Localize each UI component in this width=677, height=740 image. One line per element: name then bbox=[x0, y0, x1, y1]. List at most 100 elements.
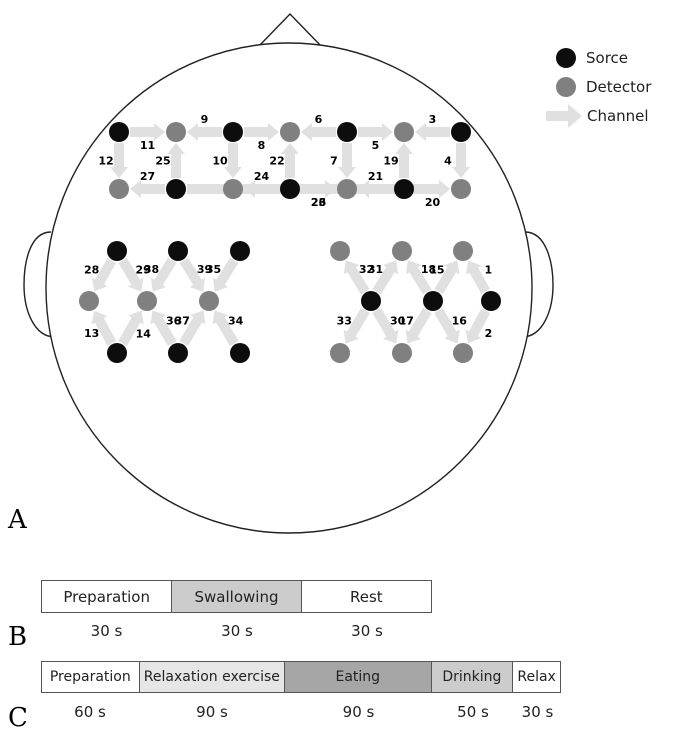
channel-arrow-29 bbox=[118, 257, 144, 292]
nose-outline bbox=[257, 12, 323, 48]
source-optode bbox=[230, 241, 250, 261]
channel-label-31: 31 bbox=[368, 263, 383, 276]
legend-source-label: Sorce bbox=[586, 49, 628, 67]
channel-arrow-33 bbox=[343, 307, 370, 344]
head-outline bbox=[45, 42, 533, 534]
channel-label-13: 13 bbox=[84, 327, 99, 340]
channel-arrow-8 bbox=[244, 123, 279, 141]
channel-label-1: 1 bbox=[484, 264, 492, 277]
source-optode bbox=[361, 291, 381, 311]
legend-source-marker bbox=[556, 48, 576, 68]
channel-arrow-7 bbox=[338, 143, 356, 178]
source-optode bbox=[168, 241, 188, 261]
channel-label-21: 21 bbox=[368, 170, 383, 183]
source-optode bbox=[230, 343, 250, 363]
channel-label-30: 30 bbox=[390, 314, 406, 327]
source-optode bbox=[481, 291, 501, 311]
detector-optode bbox=[280, 122, 300, 142]
detector-optode bbox=[330, 343, 350, 363]
legend: Sorce Detector Channel bbox=[546, 48, 652, 128]
channel-label-39: 39 bbox=[197, 263, 212, 276]
source-optode bbox=[107, 241, 127, 261]
channel-arrow-15 bbox=[434, 260, 460, 295]
channel-arrow-9 bbox=[187, 123, 222, 141]
timeline-b-duration: 30 s bbox=[90, 622, 123, 640]
channel-label-11: 11 bbox=[140, 139, 155, 152]
channel-label-28: 28 bbox=[84, 264, 99, 277]
panel-label-b: B bbox=[8, 622, 28, 652]
channel-arrow-35 bbox=[212, 257, 239, 292]
channel-arrow-3 bbox=[415, 123, 450, 141]
panel-label-c: C bbox=[8, 703, 28, 733]
channel-arrow-12 bbox=[110, 143, 128, 178]
detector-optode bbox=[453, 343, 473, 363]
timeline-c-segment: Drinking bbox=[431, 662, 514, 692]
source-optode bbox=[109, 122, 129, 142]
detector-optode bbox=[451, 179, 471, 199]
channel-arrow-39 bbox=[179, 257, 206, 292]
channel-label-12: 12 bbox=[98, 155, 113, 168]
timeline-c-duration: 60 s bbox=[74, 703, 106, 721]
timeline-c-duration: 50 s bbox=[457, 703, 489, 721]
channel-arrow-19 bbox=[395, 143, 413, 178]
channel-label-33: 33 bbox=[337, 314, 352, 327]
channel-arrow-14 bbox=[118, 310, 144, 346]
source-optode bbox=[166, 179, 186, 199]
detector-optode bbox=[337, 179, 357, 199]
source-optode bbox=[337, 122, 357, 142]
channel-label-7: 7 bbox=[330, 155, 338, 168]
detector-optode bbox=[453, 241, 473, 261]
channel-label-36: 36 bbox=[166, 314, 182, 327]
channel-label-4: 4 bbox=[444, 155, 452, 168]
channel-label-10: 10 bbox=[212, 155, 228, 168]
timeline-b-duration: 30 s bbox=[221, 622, 253, 640]
channel-arrow-10 bbox=[224, 143, 242, 178]
channel-arrow-17 bbox=[405, 307, 432, 344]
detector-optode bbox=[223, 179, 243, 199]
legend-channel-arrow-icon bbox=[546, 104, 582, 128]
channel-label-15: 15 bbox=[429, 263, 444, 276]
timeline-c-duration: 90 s bbox=[196, 703, 228, 721]
channel-arrow-16 bbox=[434, 308, 460, 344]
channel-label-29: 29 bbox=[135, 263, 150, 276]
timeline-b-segment: Rest bbox=[301, 581, 431, 612]
channel-arrow-36 bbox=[150, 310, 177, 347]
channel-label-35: 35 bbox=[206, 263, 221, 276]
timeline-b-segment: Swallowing bbox=[172, 581, 302, 612]
channel-arrow-27 bbox=[130, 180, 165, 198]
channel-label-37: 37 bbox=[175, 314, 190, 327]
channel-label-38: 38 bbox=[144, 263, 159, 276]
channel-label-27: 27 bbox=[140, 170, 155, 183]
detector-optode bbox=[109, 179, 129, 199]
channel-arrow-32 bbox=[343, 260, 370, 295]
channel-arrow-18 bbox=[405, 260, 432, 295]
source-optode bbox=[394, 179, 414, 199]
channel-arrow-38 bbox=[150, 257, 177, 292]
source-optode bbox=[107, 343, 127, 363]
channel-label-23: 23 bbox=[311, 196, 326, 209]
channel-label-9: 9 bbox=[201, 113, 209, 126]
channel-arrow-6 bbox=[301, 123, 336, 141]
channel-label-34: 34 bbox=[228, 314, 244, 327]
timeline-c-duration: 90 s bbox=[342, 703, 375, 721]
channel-label-25: 25 bbox=[155, 155, 170, 168]
channel-arrow-2 bbox=[465, 308, 491, 344]
channel-label-26: 26 bbox=[311, 196, 327, 209]
channel-arrow-37 bbox=[179, 310, 206, 347]
channel-arrow-4 bbox=[452, 143, 470, 178]
channel-arrow-30 bbox=[372, 307, 399, 344]
timeline-c-duration: 30 s bbox=[521, 703, 554, 721]
legend-channel-label: Channel bbox=[587, 107, 649, 125]
source-optode bbox=[451, 122, 471, 142]
detector-optode bbox=[137, 291, 157, 311]
timeline-b-segment: Preparation bbox=[42, 581, 173, 612]
timeline-c-segment: Relax bbox=[513, 662, 560, 692]
source-optode bbox=[168, 343, 188, 363]
legend-detector-marker bbox=[556, 77, 576, 97]
channel-arrow-5 bbox=[358, 123, 393, 141]
channel-label-5: 5 bbox=[372, 139, 380, 152]
detector-optode bbox=[166, 122, 186, 142]
